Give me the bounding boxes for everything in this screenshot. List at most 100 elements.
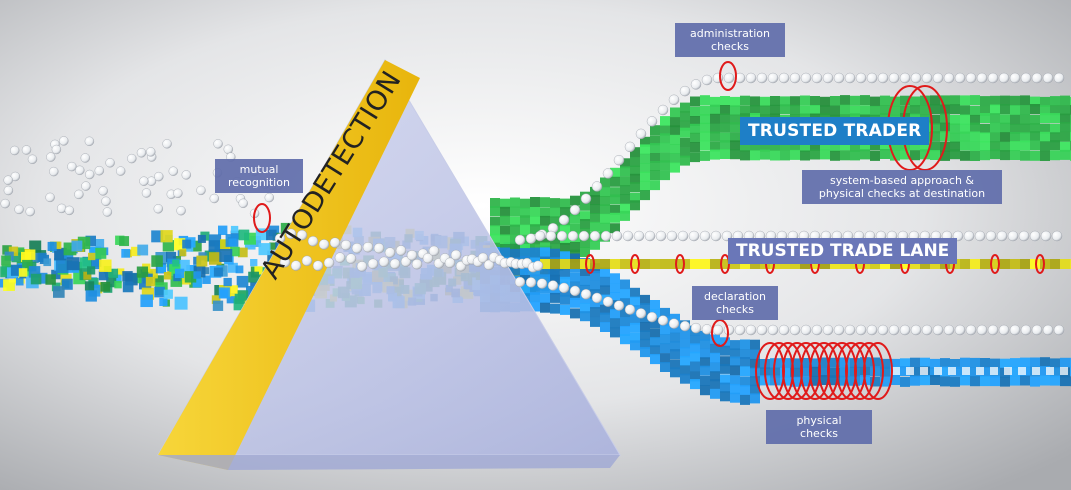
cube <box>53 241 62 250</box>
cube <box>166 251 177 263</box>
blue-cube <box>600 276 610 287</box>
blue-cube <box>520 283 530 294</box>
ball <box>1051 230 1063 242</box>
cube <box>37 252 47 262</box>
green-cube <box>730 140 740 151</box>
inspection-marker <box>1032 367 1040 375</box>
ball <box>514 234 526 246</box>
green-cube <box>670 125 680 136</box>
green-cube <box>1020 150 1030 161</box>
physical-check-ring <box>863 342 893 400</box>
ball <box>1020 72 1032 84</box>
blue-cube <box>1010 358 1020 369</box>
yellow-cube <box>630 259 640 269</box>
green-cube <box>890 96 900 107</box>
green-cube <box>730 122 740 133</box>
green-cube <box>870 150 880 161</box>
green-cube <box>970 114 980 125</box>
blue-cube <box>630 322 640 333</box>
green-cube <box>1010 114 1020 125</box>
green-cube <box>990 95 1000 106</box>
ball <box>611 230 623 242</box>
blue-cube <box>670 332 680 343</box>
ball <box>367 258 379 269</box>
blue-cube <box>650 328 660 339</box>
green-cube <box>1040 105 1050 116</box>
blue-cube <box>890 375 900 385</box>
inspection-marker <box>1046 367 1054 375</box>
green-cube <box>660 133 670 144</box>
ball <box>921 72 933 84</box>
ball <box>154 171 164 182</box>
cube <box>238 229 250 241</box>
yellow-cube <box>1060 259 1070 269</box>
green-cube <box>780 96 790 107</box>
ball <box>94 165 105 176</box>
cube <box>61 278 73 290</box>
green-cube <box>1020 105 1030 115</box>
green-cube <box>590 204 600 214</box>
cube <box>179 249 187 257</box>
green-cube <box>730 105 740 116</box>
yellow-cube <box>600 259 610 269</box>
green-cube <box>870 140 880 151</box>
ball <box>723 72 735 84</box>
cube <box>121 249 131 258</box>
green-cube <box>780 140 790 151</box>
cube <box>255 228 268 241</box>
ball <box>580 289 592 300</box>
green-cube <box>730 132 740 143</box>
blue-cube <box>620 307 630 318</box>
green-cube <box>880 149 890 159</box>
blue-cube <box>670 367 680 378</box>
cube <box>119 236 130 247</box>
cube <box>226 293 238 304</box>
green-cube <box>1010 141 1020 152</box>
blue-cube <box>830 367 840 378</box>
green-cube <box>1050 96 1060 107</box>
cube <box>182 239 192 249</box>
ball <box>965 324 977 336</box>
green-cube <box>550 216 560 227</box>
blue-cube <box>730 375 740 386</box>
green-cube <box>630 147 640 158</box>
blue-cube <box>750 358 760 369</box>
green-cube <box>840 104 850 115</box>
green-cube <box>530 216 540 227</box>
green-cube <box>680 111 690 122</box>
green-cube <box>980 150 990 161</box>
green-cube <box>930 123 940 134</box>
green-cube <box>940 113 950 124</box>
yellow-cube <box>710 259 720 269</box>
ball <box>173 188 183 199</box>
blue-cube <box>630 340 640 351</box>
green-cube <box>550 198 560 209</box>
green-cube <box>910 140 920 151</box>
green-cube <box>630 173 640 184</box>
cube <box>197 234 206 243</box>
green-cube <box>1030 140 1040 151</box>
cube <box>88 257 100 270</box>
green-cube <box>970 95 980 106</box>
blue-cube <box>620 334 630 345</box>
blue-cube <box>510 265 520 276</box>
cube <box>228 238 237 247</box>
green-cube <box>650 170 660 180</box>
yellow-cube <box>610 259 620 269</box>
green-cube <box>590 239 600 250</box>
green-cube <box>740 105 750 116</box>
cube <box>202 275 211 284</box>
green-cube <box>580 247 590 257</box>
blue-cube <box>840 367 850 378</box>
ball <box>657 104 669 116</box>
green-cube <box>840 95 850 106</box>
green-cube <box>870 105 880 116</box>
green-cube <box>980 106 990 116</box>
green-cube <box>750 96 760 107</box>
ball <box>624 141 636 153</box>
ball <box>998 324 1010 336</box>
green-cube <box>760 141 770 152</box>
ball <box>657 315 669 326</box>
green-cube <box>990 113 1000 124</box>
cube <box>45 274 56 285</box>
